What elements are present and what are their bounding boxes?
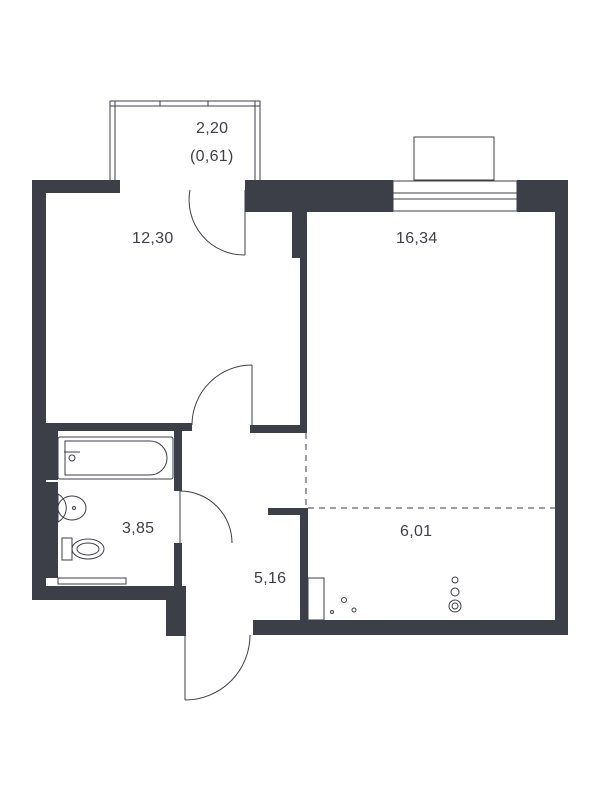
window-living xyxy=(392,136,518,212)
balcony xyxy=(109,100,261,182)
door-bedroom[interactable] xyxy=(191,364,253,426)
kitchen-counter xyxy=(307,577,357,621)
bathroom-shelf xyxy=(57,577,127,585)
door-bathroom[interactable] xyxy=(179,490,233,544)
balcony-area-label: 2,20 xyxy=(196,120,229,137)
outer-walls xyxy=(32,180,568,636)
bathroom-area-label: 3,85 xyxy=(122,520,155,537)
kitchen-area-label: 6,01 xyxy=(400,523,433,540)
stove-icon xyxy=(445,576,462,633)
living-area-label: 16,34 xyxy=(396,230,438,247)
door-entrance[interactable] xyxy=(184,634,251,701)
toilet-icon xyxy=(61,537,105,561)
sink-icon xyxy=(57,493,87,523)
door-balcony[interactable] xyxy=(188,189,246,256)
bedroom-area-label: 12,30 xyxy=(132,230,174,247)
inner-walls xyxy=(46,210,308,625)
balcony-reduced-area-label: (0,61) xyxy=(190,148,234,165)
bathtub-icon xyxy=(57,436,174,480)
hall-area-label: 5,16 xyxy=(254,570,287,587)
